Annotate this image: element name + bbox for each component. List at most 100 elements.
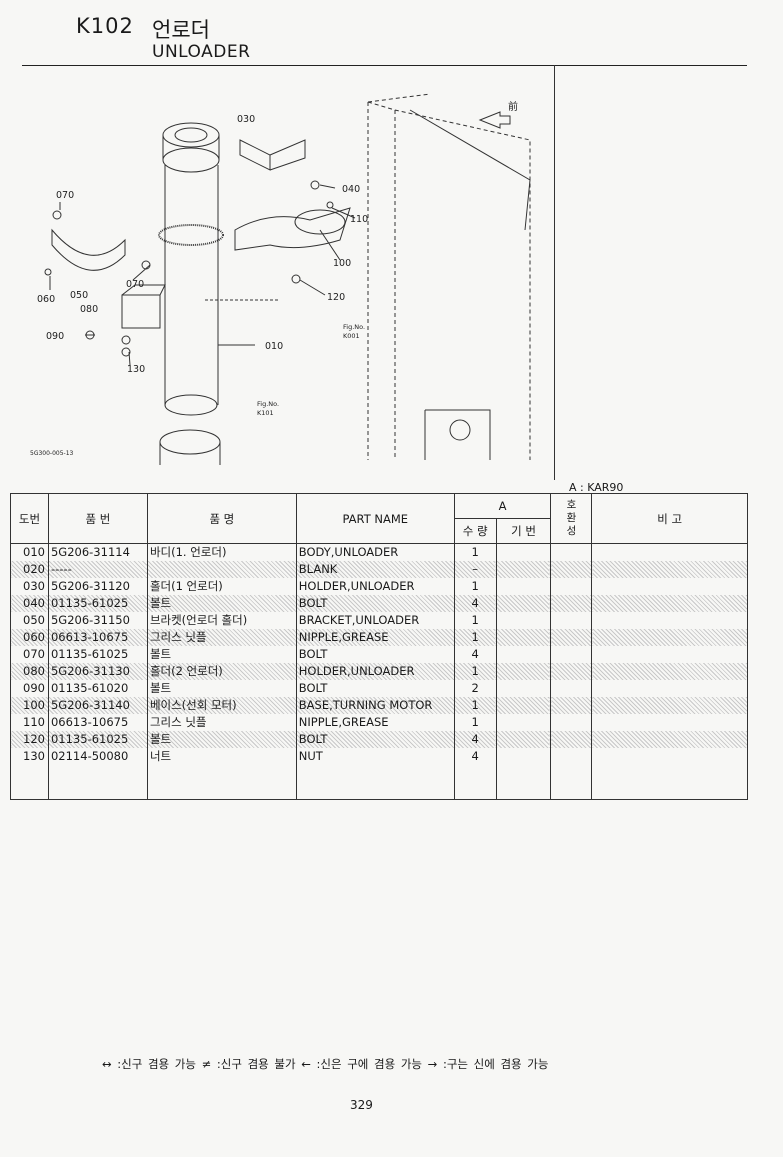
row-base-no [495,612,552,629]
fig-ref-k001: K001 [343,332,360,340]
row-no: 050 [10,612,49,629]
row-part-name: BOLT [295,731,455,748]
row-remarks [591,629,748,646]
row-no: 090 [10,680,49,697]
title-korean: 언로더 [152,18,210,42]
row-part-no: 5G206-31114 [47,543,148,561]
row-compat [550,561,593,578]
row-remarks [591,663,748,680]
row-no: 020 [10,561,49,578]
row-part-no: 5G206-31120 [47,578,148,595]
row-qty: 4 [453,731,497,748]
row-part-no: 01135-61025 [47,731,148,748]
row-remarks [591,595,748,612]
callout-060: 060 [37,294,55,305]
row-compat [550,578,593,595]
row-compat [550,543,593,561]
row-part-no: 01135-61025 [47,595,148,612]
row-name-kr: 볼트 [146,731,297,748]
row-base-no [495,646,552,663]
callout-010: 010 [265,341,283,352]
row-base-no [495,697,552,714]
page-code: K102 [76,14,134,38]
header-part-no: 품 번 [47,493,148,544]
row-qty: 2 [453,680,497,697]
row-base-no [495,595,552,612]
row-part-name: BLANK [295,561,455,578]
front-arrow-icon [478,111,511,129]
row-compat [550,714,593,731]
model-note: A : KAR90 [569,481,624,494]
row-no: 010 [10,543,49,561]
row-part-no: ----- [47,561,148,578]
row-name-kr: 그리스 닛플 [146,629,297,646]
callout-070-top: 070 [56,190,74,201]
row-base-no [495,629,552,646]
header-qty: 수 량 [453,518,497,544]
row-part-name: BOLT [295,595,455,612]
row-part-name: BOLT [295,646,455,663]
row-part-no: 5G206-31130 [47,663,148,680]
row-part-no: 5G206-31150 [47,612,148,629]
row-name-kr [146,561,297,578]
row-compat [550,612,593,629]
row-name-kr: 볼트 [146,646,297,663]
row-remarks [591,680,748,697]
row-compat [550,646,593,663]
header-remarks: 비 고 [591,493,748,544]
row-part-no: 5G206-31140 [47,697,148,714]
row-name-kr: 너트 [146,748,297,765]
row-part-name: NIPPLE,GREASE [295,629,455,646]
row-compat [550,629,593,646]
row-name-kr: 브라켓(언로더 홀더) [146,612,297,629]
row-name-kr: 홀더(2 언로더) [146,663,297,680]
callout-090: 090 [46,331,64,342]
fig-ref-k001-label: Fig.No. [343,323,365,331]
fig-ref-k101-label: Fig.No. [257,400,279,408]
row-qty: – [453,561,497,578]
row-part-name: BODY,UNLOADER [295,543,455,561]
row-no: 030 [10,578,49,595]
callout-050: 050 [70,290,88,301]
row-remarks [591,697,748,714]
row-no: 040 [10,595,49,612]
row-base-no [495,731,552,748]
row-remarks [591,561,748,578]
callout-070-mid: 070 [126,279,144,290]
row-name-kr: 홀더(1 언로더) [146,578,297,595]
row-part-name: HOLDER,UNLOADER [295,578,455,595]
row-base-no [495,543,552,561]
header-name-kr: 품 명 [146,493,297,544]
row-compat [550,731,593,748]
row-base-no [495,663,552,680]
callout-030: 030 [237,114,255,125]
row-name-kr: 볼트 [146,680,297,697]
row-remarks [591,714,748,731]
header-compat: 호 환 성 [550,493,593,544]
drawing-id: 5G300-005-13 [30,450,74,457]
row-remarks [591,646,748,663]
row-part-name: BOLT [295,680,455,697]
row-qty: 1 [453,543,497,561]
row-compat [550,663,593,680]
row-compat [550,697,593,714]
row-no: 110 [10,714,49,731]
row-name-kr: 베이스(선회 모터) [146,697,297,714]
row-qty: 1 [453,697,497,714]
row-part-name: BRACKET,UNLOADER [295,612,455,629]
row-part-no: 01135-61025 [47,646,148,663]
row-no: 070 [10,646,49,663]
row-no: 130 [10,748,49,765]
callout-110: 110 [350,214,368,225]
title-english: UNLOADER [152,42,251,62]
